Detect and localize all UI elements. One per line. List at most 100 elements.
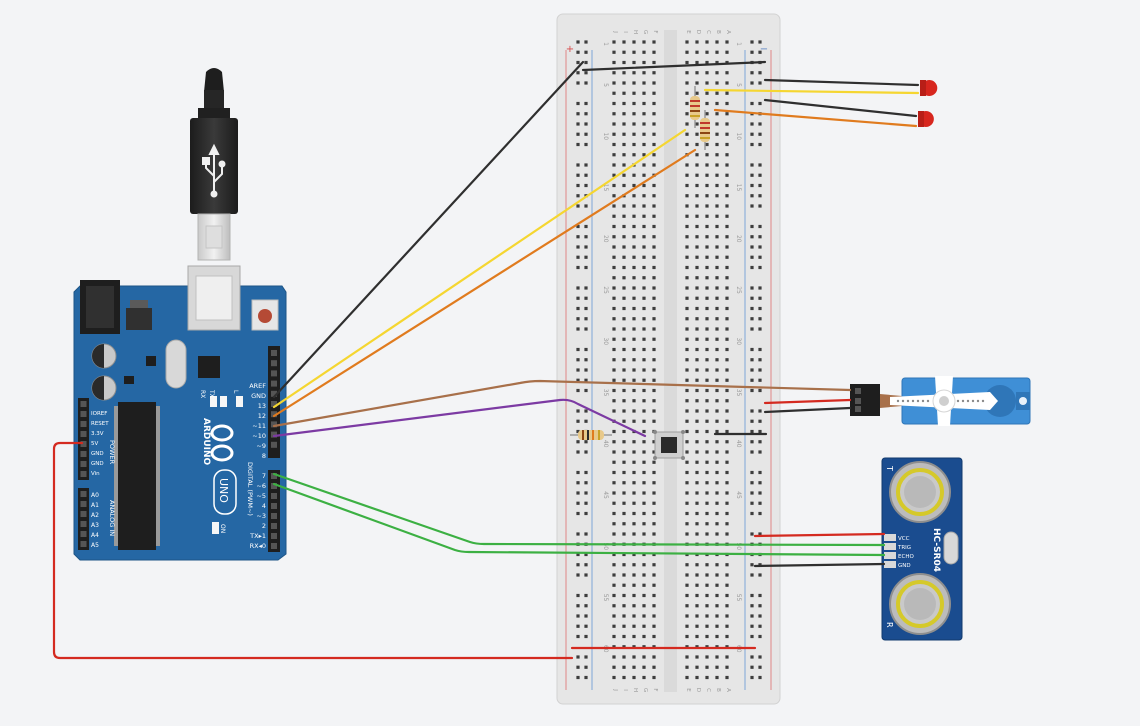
wire-servo-signal <box>272 379 852 428</box>
column-letter-c-bottom: C <box>705 688 711 692</box>
row-number-25-left: 25 <box>602 286 609 294</box>
pin-label: 3.3V <box>91 431 104 437</box>
led-label-on: ON <box>219 524 226 533</box>
pin-label: 2 <box>262 522 266 530</box>
row-number-20-right: 20 <box>735 235 742 243</box>
wire-led2-gnd <box>763 98 918 118</box>
row-number-25-right: 25 <box>735 286 742 294</box>
pin-label: RESET <box>91 421 109 427</box>
pin-label: ~10 <box>252 432 266 440</box>
row-number-55-left: 55 <box>602 594 609 602</box>
arduino-logo-icon <box>210 424 234 462</box>
column-letter-j-top: J <box>612 30 618 33</box>
pin-label: A0 <box>91 492 99 499</box>
digital-title: DIGITAL (PWM~) <box>246 462 254 516</box>
push-button <box>653 430 685 460</box>
wire-led1-yellow <box>703 88 920 95</box>
pin-label: ~11 <box>252 422 266 430</box>
row-number-55-right: 55 <box>735 594 742 602</box>
wire-led1-gnd <box>763 78 920 87</box>
pin-label: GND <box>251 392 266 400</box>
analog-title: ANALOG IN <box>108 500 116 536</box>
row-number-10-left: 10 <box>602 132 609 140</box>
row-number-30-left: 30 <box>602 337 609 345</box>
column-letter-d-top: D <box>695 30 701 34</box>
sensor-pin-trig: TRIG <box>897 545 911 551</box>
usb-icon <box>202 143 226 198</box>
pin-label: A1 <box>91 502 99 509</box>
led-label-l: L <box>232 390 239 394</box>
column-letter-a-bottom: A <box>725 688 731 692</box>
row-number-40-right: 40 <box>735 440 742 448</box>
row-number-45-right: 45 <box>735 491 742 499</box>
row-number-10-right: 10 <box>735 132 742 140</box>
column-letter-g-top: G <box>642 30 648 34</box>
column-letter-i-top: I <box>622 31 628 33</box>
column-letter-e-top: E <box>685 30 691 34</box>
pin-label: A5 <box>91 542 99 549</box>
sensor-mark-r: R <box>885 622 894 628</box>
column-letter-b-top: B <box>715 30 721 34</box>
resistor-3 <box>570 430 612 440</box>
pin-label: Vin <box>91 471 100 477</box>
row-number-35-right: 35 <box>735 389 742 397</box>
column-letter-c-top: C <box>705 30 711 34</box>
pin-label: GND <box>91 461 104 467</box>
led-label-tx: TX <box>208 389 215 398</box>
pin-label: GND <box>91 451 104 457</box>
pin-label: ~5 <box>256 492 266 500</box>
ultrasonic-sensor: VCC TRIG ECHO GND HC-SR04 T R <box>881 457 963 641</box>
led-label-rx: RX <box>199 390 206 398</box>
row-number-50-right: 50 <box>735 542 742 550</box>
pin-label: A3 <box>91 522 99 529</box>
pin-label: IOREF <box>91 411 107 417</box>
column-letter-f-bottom: F <box>652 688 658 691</box>
wire-gnd-arduino <box>272 60 585 399</box>
pin-label: AREF <box>249 382 266 390</box>
wires <box>52 60 920 660</box>
wire-servo-gnd <box>763 406 852 414</box>
wire-echo-green <box>272 482 886 557</box>
row-number-20-left: 20 <box>602 235 609 243</box>
pin-label: 4 <box>262 502 266 510</box>
row-number-50-left: 50 <box>602 542 609 550</box>
resistor-1 <box>690 86 700 128</box>
pin-label: A4 <box>91 532 99 539</box>
pin-label: 8 <box>262 452 266 460</box>
rail-plus-label-left: + <box>566 44 574 55</box>
pin-label: ~3 <box>256 512 266 520</box>
column-letter-h-bottom: H <box>632 688 638 692</box>
row-number-5-left: 5 <box>602 83 609 87</box>
servo-motor <box>850 376 1031 426</box>
resistor-2 <box>700 110 710 150</box>
pin-label: TX▸1 <box>249 532 266 540</box>
usb-cable <box>190 68 238 261</box>
pin-label: 13 <box>258 402 266 410</box>
arduino-uno-board: TX RX L ON ARDUINO UNO AREFGND1312~11~10… <box>73 265 287 561</box>
column-letter-j-bottom: J <box>612 688 618 691</box>
wire-gnd-rails <box>581 60 767 72</box>
pin-label: 12 <box>258 412 266 420</box>
wire-pin13-yellow <box>272 128 687 409</box>
wire-led2-orange <box>713 108 918 128</box>
column-letter-g-bottom: G <box>642 688 648 692</box>
pin-label: A2 <box>91 512 99 519</box>
led-orange-channel <box>918 110 934 127</box>
power-title: POWER <box>108 440 116 465</box>
sensor-pin-echo: ECHO <box>898 554 914 560</box>
row-number-35-left: 35 <box>602 389 609 397</box>
wire-servo-vcc <box>763 398 852 405</box>
wire-sensor-gnd <box>753 562 886 568</box>
wire-sensor-vcc <box>753 532 886 538</box>
wire-trig-green <box>272 472 886 547</box>
led-yellow-channel <box>920 80 938 96</box>
row-number-1-right: 1 <box>735 42 742 46</box>
uno-badge: UNO <box>213 469 237 515</box>
sensor-pin-gnd: GND <box>898 563 911 569</box>
wire-pin12-orange <box>272 148 697 418</box>
column-letter-i-bottom: I <box>622 689 628 691</box>
pin-label: 5V <box>91 441 98 447</box>
rail-minus-label-right: − <box>760 44 768 55</box>
